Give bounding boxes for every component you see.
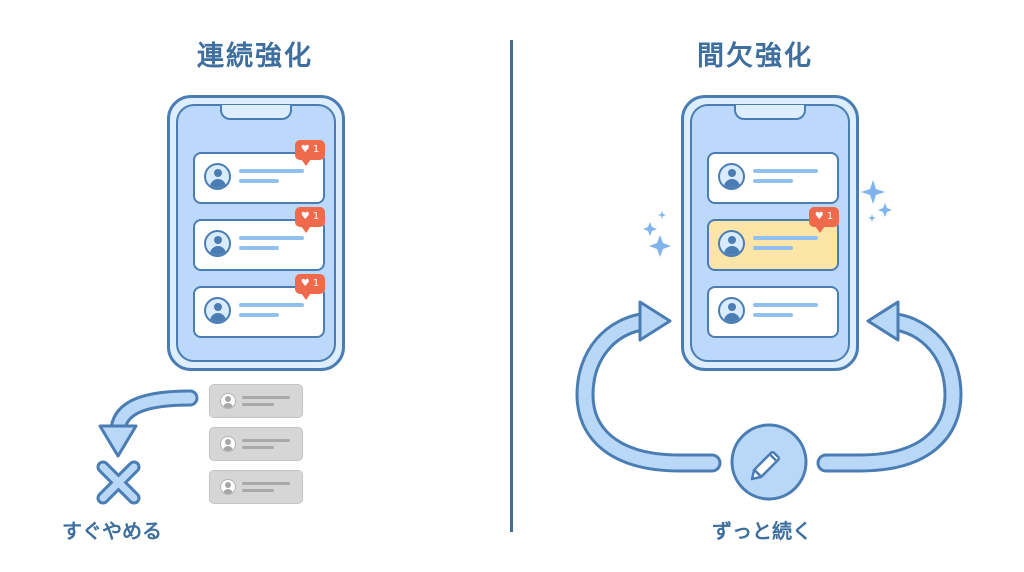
post-card: ♥ 1: [193, 207, 325, 271]
pencil-icon: [730, 423, 808, 501]
phone-notch: [734, 105, 806, 120]
phone-screen: ♥ 1: [690, 104, 850, 362]
heart-icon: ♥: [300, 144, 310, 155]
heart-icon: ♥: [300, 278, 310, 289]
left-title: 連続強化: [197, 41, 313, 72]
post-card: ♥ 1: [193, 140, 325, 204]
phone-notch: [220, 105, 292, 120]
text-line: [239, 169, 304, 173]
text-line: [753, 236, 818, 240]
text-line: [239, 303, 304, 307]
loop-arrow-right: [816, 300, 963, 473]
like-count: 1: [312, 278, 320, 289]
text-line: [242, 396, 290, 399]
like-badge: ♥ 1: [295, 274, 325, 300]
left-caption: すぐやめる: [62, 519, 162, 543]
text-line: [753, 169, 818, 173]
text-line: [753, 246, 793, 250]
phone-left: ♥ 1 ♥ 1 ♥ 1: [167, 95, 345, 371]
avatar-icon: [204, 163, 231, 190]
avatar-icon: [220, 436, 236, 452]
text-line: [242, 446, 274, 449]
heart-icon: ♥: [300, 211, 310, 222]
faded-post-card: [209, 470, 303, 504]
avatar-icon: [220, 393, 236, 409]
faded-post-card: [209, 384, 303, 418]
text-line: [239, 236, 304, 240]
like-badge: ♥ 1: [295, 140, 325, 166]
text-line: [242, 403, 274, 406]
faded-post-card: [209, 427, 303, 461]
right-title: 間欠強化: [697, 41, 813, 72]
text-line: [753, 313, 793, 317]
highlighted-post-card: ♥ 1: [707, 207, 839, 271]
sparkle-icon: [643, 180, 892, 257]
avatar-icon: [718, 297, 745, 324]
avatar-icon: [718, 230, 745, 257]
phone-right: ♥ 1: [681, 95, 859, 371]
avatar-icon: [204, 297, 231, 324]
like-count: 1: [312, 211, 320, 222]
post-card: [707, 152, 839, 204]
text-line: [242, 439, 290, 442]
like-count: 1: [826, 211, 834, 222]
like-badge: ♥ 1: [809, 207, 839, 233]
text-line: [239, 246, 279, 250]
avatar-icon: [718, 163, 745, 190]
loop-arrow-left: [575, 300, 722, 473]
text-line: [239, 313, 279, 317]
avatar-icon: [220, 479, 236, 495]
heart-icon: ♥: [814, 211, 824, 222]
x-mark-icon: [96, 460, 141, 505]
text-line: [753, 179, 793, 183]
text-line: [239, 179, 279, 183]
text-line: [753, 303, 818, 307]
text-line: [242, 482, 290, 485]
post-card: [707, 286, 839, 338]
phone-screen: ♥ 1 ♥ 1 ♥ 1: [176, 104, 336, 362]
like-count: 1: [312, 144, 320, 155]
text-line: [242, 489, 274, 492]
like-badge: ♥ 1: [295, 207, 325, 233]
right-caption: ずっと続く: [712, 519, 812, 543]
post-card: ♥ 1: [193, 274, 325, 338]
center-divider: [510, 40, 513, 532]
avatar-icon: [204, 230, 231, 257]
